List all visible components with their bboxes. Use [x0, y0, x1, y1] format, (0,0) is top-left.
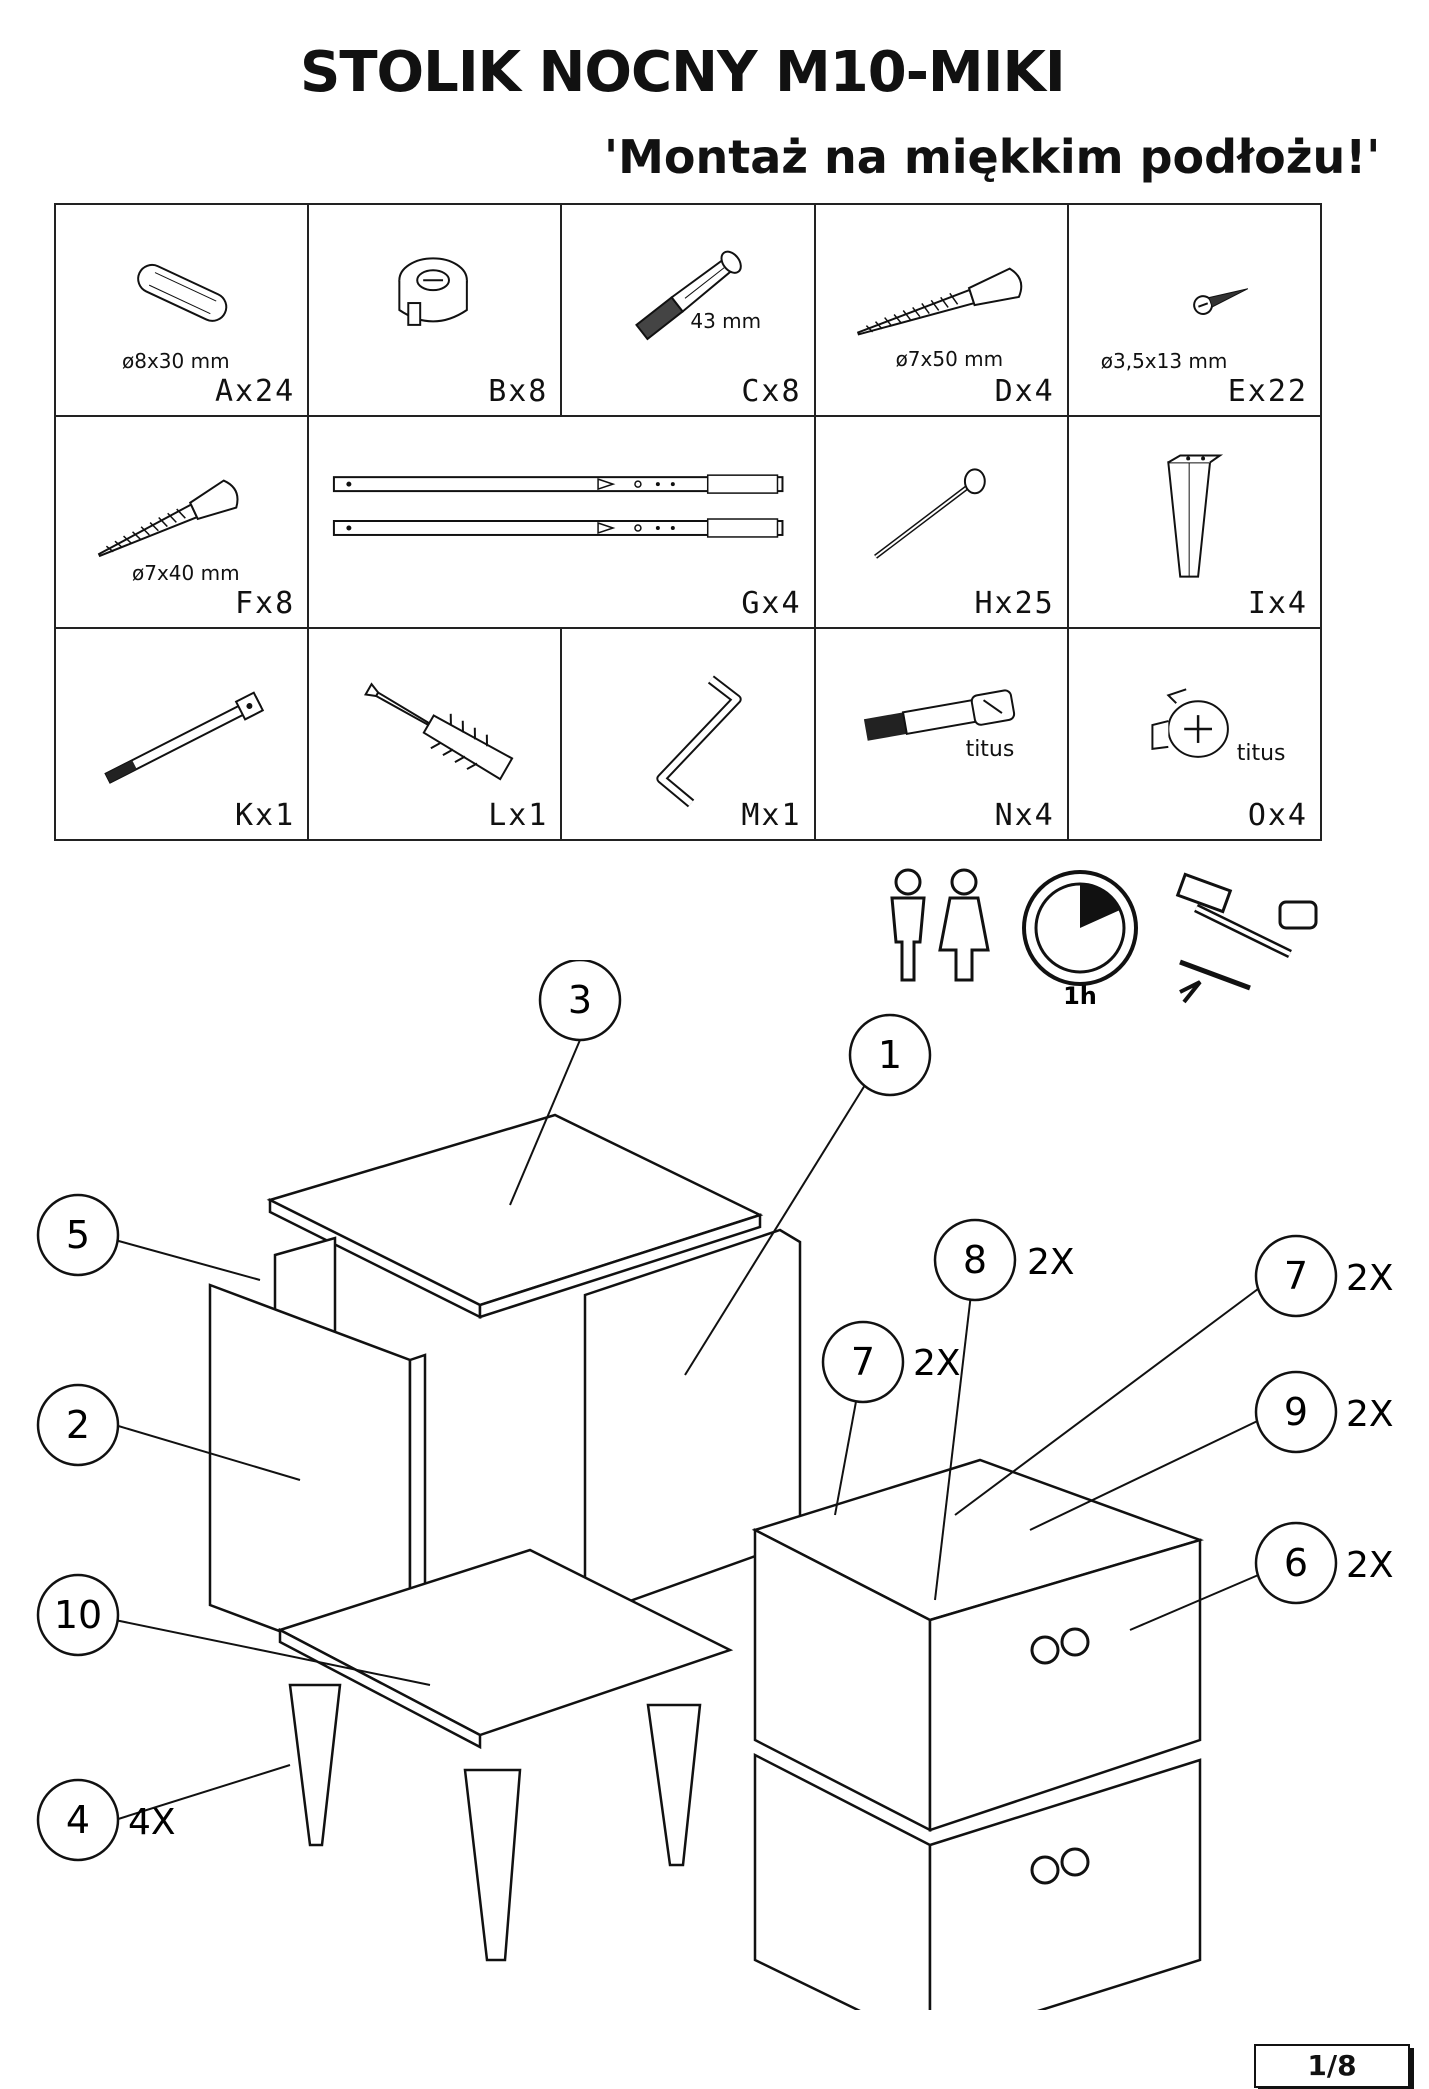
part-i-cell: Ix4 — [1066, 415, 1323, 629]
callout-8: 8 2X — [933, 1218, 1075, 1302]
part-i-code: Ix4 — [1247, 586, 1308, 621]
page-title: STOLIK NOCNY M10-MIKI — [300, 40, 1066, 105]
part-k-cell: Kx1 — [53, 627, 310, 841]
wood-screw-icon — [1192, 288, 1248, 315]
leg-3 — [646, 1703, 702, 1867]
part-l-cell: Lx1 — [307, 627, 563, 841]
drawer-front-bottom — [928, 1758, 1202, 2010]
part-c-code: Cx8 — [741, 374, 802, 409]
svg-text:9: 9 — [1284, 1390, 1308, 1434]
callout-1: 1 — [848, 1013, 932, 1097]
callout-7-left: 7 2X — [821, 1320, 961, 1404]
svg-text:8: 8 — [963, 1238, 987, 1282]
part-o-code: Ox4 — [1247, 798, 1308, 833]
allen-key-icon — [656, 675, 743, 808]
callout-10: 10 — [36, 1573, 120, 1657]
svg-text:5: 5 — [66, 1213, 90, 1257]
dowel-icon — [137, 263, 228, 322]
svg-text:2X: 2X — [1346, 1545, 1394, 1586]
wall-plug-screw-icon — [364, 682, 514, 781]
part-b-code: Bx8 — [488, 374, 549, 409]
two-people-icon — [890, 868, 990, 982]
svg-text:2X: 2X — [913, 1343, 961, 1384]
drawer-runners-icon — [333, 474, 784, 538]
info-icons: 1h — [890, 868, 1318, 1010]
confirmat-screw-short-icon — [97, 479, 239, 558]
part-n-code: Nx4 — [994, 798, 1055, 833]
time-label: 1h — [1063, 982, 1097, 1010]
clock-icon: 1h — [1022, 870, 1138, 1010]
part-h-cell: Hx25 — [813, 415, 1069, 629]
svg-text:6: 6 — [1284, 1541, 1308, 1585]
part-d-cell: ø7x50 mm Dx4 — [813, 203, 1069, 417]
connector-bolt-icon — [635, 250, 743, 341]
svg-text:1: 1 — [878, 1033, 902, 1077]
part-e-dimension: ø3,5x13 mm — [1100, 349, 1228, 373]
svg-text:2X: 2X — [1027, 1242, 1075, 1283]
part-g-cell: Gx4 — [307, 415, 816, 629]
part-d-code: Dx4 — [994, 374, 1055, 409]
svg-text:7: 7 — [1284, 1254, 1308, 1298]
titus-connector-icon — [863, 689, 1015, 741]
part-b-cell: Bx8 — [307, 203, 563, 417]
svg-text:2X: 2X — [1346, 1258, 1394, 1299]
callout-2: 2 — [36, 1383, 120, 1467]
table-leg-icon — [1166, 454, 1223, 578]
part-c-dimension: 43 mm — [690, 309, 762, 333]
callout-7-right: 7 2X — [1254, 1234, 1394, 1318]
part-a-dimension: ø8x30 mm — [122, 349, 230, 373]
part-o-cell: titus Ox4 — [1066, 627, 1323, 841]
callout-4: 4 4X — [36, 1778, 176, 1862]
part-g-code: Gx4 — [741, 586, 802, 621]
part-h-code: Hx25 — [974, 586, 1055, 621]
part-o-brand: titus — [1236, 741, 1286, 766]
hanger-bracket-icon — [104, 691, 265, 784]
svg-text:7: 7 — [851, 1340, 875, 1384]
svg-text:2X: 2X — [1346, 1394, 1394, 1435]
part-k-code: Kx1 — [235, 798, 296, 833]
part-f-code: Fx8 — [235, 586, 296, 621]
callout-5: 5 — [36, 1193, 120, 1277]
tools-icon — [1175, 872, 1318, 1004]
callout-9: 9 2X — [1254, 1370, 1394, 1454]
svg-text:4X: 4X — [128, 1802, 176, 1843]
callout-6: 6 2X — [1254, 1521, 1394, 1605]
assembly-diagram: 3 1 5 2 10 4 4X 8 2X 7 2X 7 2X 9 2X — [36, 960, 1394, 2010]
parts-table: ø8x30 mm Ax24 Bx8 43 mm — [53, 203, 1323, 841]
part-f-cell: ø7x40 mm Fx8 — [53, 415, 310, 629]
confirmat-screw-long-icon — [856, 267, 1022, 336]
part-m-code: Mx1 — [741, 798, 802, 833]
leg-2 — [463, 1768, 522, 1962]
cam-lock-icon — [398, 257, 469, 326]
callout-3: 3 — [538, 960, 622, 1042]
leg-1 — [288, 1683, 342, 1847]
svg-text:10: 10 — [54, 1593, 102, 1637]
part-m-cell: Mx1 — [560, 627, 816, 841]
svg-text:2: 2 — [66, 1403, 90, 1447]
part-c-cell: 43 mm Cx8 — [560, 203, 816, 417]
titus-cam-lock-icon — [1151, 688, 1229, 758]
part-n-brand: titus — [965, 737, 1015, 762]
page-number: 1/8 — [1254, 2044, 1410, 2088]
svg-text:3: 3 — [568, 978, 592, 1022]
part-a-cell: ø8x30 mm Ax24 — [53, 203, 310, 417]
part-l-code: Lx1 — [488, 798, 549, 833]
part-a-code: Ax24 — [214, 374, 296, 409]
part-e-code: Ex22 — [1227, 374, 1308, 409]
page-subtitle: 'Montaż na miękkim podłożu!' — [604, 130, 1381, 184]
part-d-dimension: ø7x50 mm — [895, 347, 1004, 371]
drawer-front-top — [928, 1538, 1202, 1832]
part-f-dimension: ø7x40 mm — [132, 561, 240, 585]
svg-text:4: 4 — [66, 1798, 90, 1842]
part-n-cell: titus Nx4 — [813, 627, 1069, 841]
nail-icon — [873, 468, 986, 559]
part-e-cell: ø3,5x13 mm Ex22 — [1066, 203, 1323, 417]
